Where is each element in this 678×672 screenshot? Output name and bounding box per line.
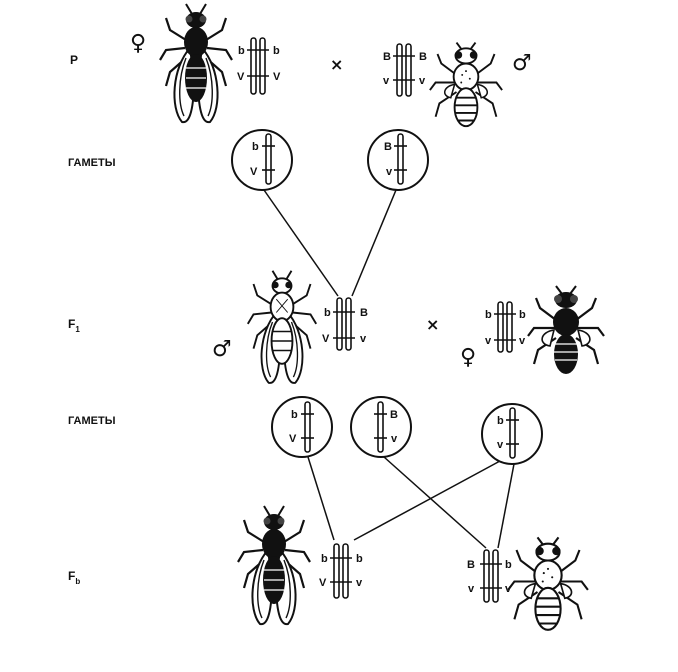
svg-text:v: v <box>485 335 492 347</box>
svg-text:v: v <box>519 335 526 347</box>
svg-text:v: v <box>468 583 475 595</box>
chromosome-pair-fb-1: b b V v <box>319 543 363 599</box>
gamete-line-4 <box>353 460 501 541</box>
row-label-fb: Fb <box>68 569 80 586</box>
svg-text:v: v <box>391 433 398 445</box>
svg-text:V: V <box>289 433 297 445</box>
svg-text:V: V <box>322 333 330 345</box>
svg-text:b: b <box>356 553 363 565</box>
male-symbol-f1: ♂ <box>212 337 232 362</box>
svg-text:v: v <box>356 577 363 589</box>
gamete-circle-f1-female: b v <box>481 403 543 465</box>
row-label-gametes-1: ГАМЕТЫ <box>68 157 116 169</box>
gamete-circle-p-female: b V <box>231 129 293 191</box>
svg-text:b: b <box>505 559 512 571</box>
svg-text:b: b <box>291 409 298 421</box>
row-label-p: P <box>70 53 78 67</box>
gamete-line-2 <box>351 189 397 297</box>
cross-symbol-p: × <box>330 55 343 74</box>
svg-text:B: B <box>384 141 392 153</box>
fly-fb-dark-normal-wings <box>236 504 312 626</box>
chromosome-pair-p-female: b b V V <box>237 37 281 95</box>
svg-text:B: B <box>383 51 391 63</box>
row-label-f1: F1 <box>68 317 80 334</box>
gamete-circle-f1-bv-upper: b V <box>271 396 333 458</box>
female-symbol-f1: ♀ <box>460 345 476 370</box>
svg-text:b: b <box>324 307 331 319</box>
svg-text:v: v <box>360 333 367 345</box>
svg-text:V: V <box>237 71 245 83</box>
chromosome-pair-f1-male: b B V v <box>322 297 368 351</box>
svg-text:v: v <box>497 439 504 451</box>
chromosome-pair-f1-female: b b v v <box>485 301 526 353</box>
gamete-circle-f1-bv-lower: B v <box>350 396 412 458</box>
fly-p-male-grey-vestigial-wings <box>428 41 504 128</box>
chromosome-pair-fb-2: B b v v <box>467 549 512 603</box>
svg-text:v: v <box>386 166 393 178</box>
svg-text:V: V <box>319 577 327 589</box>
svg-text:b: b <box>497 415 504 427</box>
chromosome-pair-p-male: B B v v <box>383 43 427 97</box>
svg-text:b: b <box>485 309 492 321</box>
female-symbol-p: ♀ <box>130 31 146 56</box>
gamete-circle-p-male: B v <box>367 129 429 191</box>
svg-text:B: B <box>360 307 368 319</box>
fly-f1-male-grey-normal-wings <box>246 269 318 384</box>
fly-fb-grey-vestigial-wings <box>507 536 589 631</box>
svg-text:B: B <box>419 51 427 63</box>
svg-text:b: b <box>321 553 328 565</box>
svg-text:V: V <box>273 71 281 83</box>
svg-text:B: B <box>390 409 398 421</box>
gamete-line-1 <box>263 189 339 297</box>
row-label-gametes-2: ГАМЕТЫ <box>68 415 116 427</box>
svg-text:v: v <box>419 75 426 87</box>
male-symbol-p: ♂ <box>512 51 532 76</box>
svg-text:B: B <box>467 559 475 571</box>
cross-symbol-f1: × <box>426 315 439 334</box>
svg-text:b: b <box>252 141 259 153</box>
svg-text:v: v <box>383 75 390 87</box>
svg-text:V: V <box>250 166 258 178</box>
fly-f1-female-dark-vestigial-wings <box>526 284 606 376</box>
fly-p-female-dark-normal-wings <box>158 2 234 124</box>
gamete-line-5 <box>383 456 487 549</box>
gamete-line-6 <box>497 463 515 549</box>
svg-text:b: b <box>238 45 245 57</box>
gamete-line-3 <box>307 456 335 541</box>
svg-text:b: b <box>519 309 526 321</box>
svg-text:b: b <box>273 45 280 57</box>
